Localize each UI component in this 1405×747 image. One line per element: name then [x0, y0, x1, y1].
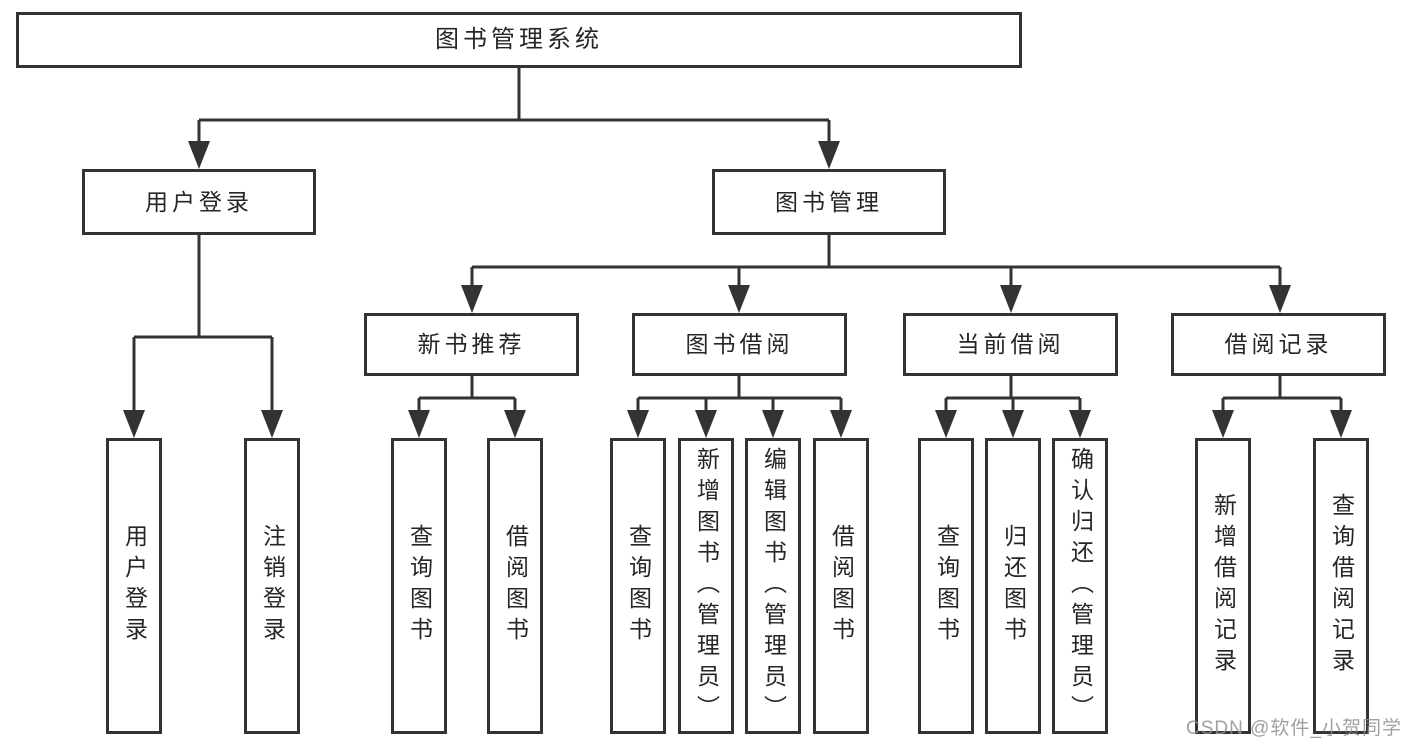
node-library-management-system: 图书管理系统	[16, 12, 1022, 68]
node-label: 编辑图书（管理员）	[760, 446, 787, 726]
node-borrow-books-leaf: 借阅图书	[813, 438, 869, 734]
node-label: 借阅图书	[502, 524, 529, 648]
node-return-books: 归还图书	[985, 438, 1041, 734]
arrowhead-icon	[504, 410, 526, 438]
arrowhead-icon	[695, 410, 717, 438]
node-book-management-branch: 图书管理	[712, 169, 946, 235]
node-label: 用户登录	[121, 524, 148, 648]
node-label: 用户登录	[145, 188, 253, 215]
node-user-login-branch: 用户登录	[82, 169, 316, 235]
arrowhead-icon	[935, 410, 957, 438]
arrowhead-icon	[188, 141, 210, 169]
arrowhead-icon	[627, 410, 649, 438]
arrowhead-icon	[123, 410, 145, 438]
node-query-borrow-record: 查询借阅记录	[1313, 438, 1369, 734]
arrowhead-icon	[1330, 410, 1352, 438]
node-edit-book-admin: 编辑图书（管理员）	[745, 438, 801, 734]
arrowhead-icon	[461, 285, 483, 313]
node-book-borrowing: 图书借阅	[632, 313, 847, 376]
arrowhead-icon	[1212, 410, 1234, 438]
node-current-borrowing: 当前借阅	[903, 313, 1118, 376]
node-label: 注销登录	[259, 524, 286, 648]
arrowhead-icon	[1000, 285, 1022, 313]
node-label: 借阅图书	[828, 524, 855, 648]
node-query-books-current: 查询图书	[918, 438, 974, 734]
arrowhead-icon	[762, 410, 784, 438]
arrowhead-icon	[728, 285, 750, 313]
node-confirm-return-admin: 确认归还（管理员）	[1052, 438, 1108, 734]
node-label: 查询图书	[933, 524, 960, 648]
node-new-book-recommendation: 新书推荐	[364, 313, 579, 376]
node-label: 新书推荐	[417, 331, 526, 357]
arrowhead-icon	[408, 410, 430, 438]
node-label: 查询借阅记录	[1328, 493, 1355, 679]
node-query-books-recommend: 查询图书	[391, 438, 447, 734]
node-label: 图书管理	[775, 188, 883, 215]
arrowhead-icon	[818, 141, 840, 169]
node-borrow-books-recommend: 借阅图书	[487, 438, 543, 734]
node-label: 查询图书	[625, 524, 652, 648]
arrowhead-icon	[830, 410, 852, 438]
node-label: 新增借阅记录	[1210, 493, 1237, 679]
arrowhead-icon	[1269, 285, 1291, 313]
node-label: 新增图书（管理员）	[693, 446, 720, 726]
node-add-book-admin: 新增图书（管理员）	[678, 438, 734, 734]
node-logout: 注销登录	[244, 438, 300, 734]
arrowhead-icon	[1069, 410, 1091, 438]
csdn-watermark: CSDN @软件_小贺同学	[1186, 718, 1402, 739]
node-query-books-borrow: 查询图书	[610, 438, 666, 734]
node-user-login-leaf: 用户登录	[106, 438, 162, 734]
node-label: 当前借阅	[956, 331, 1065, 357]
node-label: 图书管理系统	[435, 26, 603, 53]
arrowheads	[123, 141, 1352, 438]
arrowhead-icon	[1002, 410, 1024, 438]
node-label: 图书借阅	[685, 331, 794, 357]
node-label: 查询图书	[406, 524, 433, 648]
node-label: 借阅记录	[1224, 331, 1333, 357]
node-borrowing-records: 借阅记录	[1171, 313, 1386, 376]
node-add-borrow-record: 新增借阅记录	[1195, 438, 1251, 734]
arrowhead-icon	[261, 410, 283, 438]
connector-stems	[132, 66, 1343, 412]
node-label: 归还图书	[1000, 524, 1027, 648]
node-label: 确认归还（管理员）	[1067, 446, 1094, 726]
